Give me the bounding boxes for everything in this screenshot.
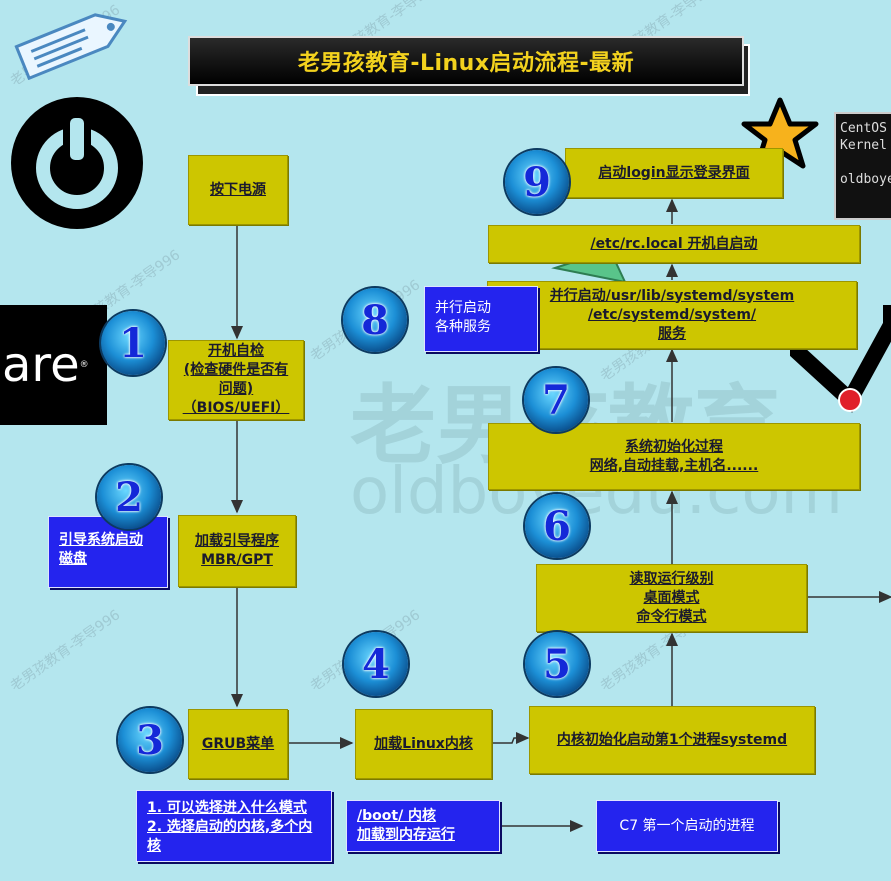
tag-icon	[14, 13, 128, 80]
badge-step-7: 7	[524, 368, 588, 432]
note-parallel: 并行启动 各种服务	[424, 286, 538, 352]
badge-step-3: 3	[118, 708, 182, 772]
badge-number: 8	[361, 296, 389, 344]
step-login-label: 启动login显示登录界面	[598, 164, 750, 181]
step-rclocal: /etc/rc.local 开机自启动	[488, 225, 860, 263]
step-services: 并行启动/usr/lib/systemd/system /etc/systemd…	[487, 281, 857, 349]
badge-step-1: 1	[101, 311, 165, 375]
step-login: 启动login显示登录界面	[565, 148, 783, 198]
badge-number: 4	[362, 640, 390, 688]
note-c7-label: C7 第一个启动的进程	[619, 817, 755, 834]
note-grub-line: 1. 可以选择进入什么模式	[147, 800, 307, 816]
page-title: 老男孩教育-Linux启动流程-最新	[188, 36, 744, 86]
step-kernel-label: 加载Linux内核	[374, 735, 473, 752]
badge-step-9: 9	[505, 150, 569, 214]
step-bootloader: 加载引导程序 MBR/GPT	[178, 515, 296, 587]
note-parallel-line: 各种服务	[435, 319, 491, 335]
step-rclocal-label: /etc/rc.local 开机自启动	[590, 235, 758, 252]
badge-step-2: 2	[97, 465, 161, 529]
step-runlevel-line: 命令行模式	[636, 608, 707, 625]
vmware-logo: are®	[0, 305, 107, 425]
badge-number: 1	[119, 319, 147, 367]
badge-step-4: 4	[344, 632, 408, 696]
terminal-line: oldboye	[840, 172, 891, 187]
step-bootloader-line: 加载引导程序	[195, 533, 279, 549]
step-runlevel-line: 读取运行级别	[629, 570, 714, 587]
badge-step-6: 6	[525, 494, 589, 558]
step-post-line: (检查硬件是否有	[183, 362, 289, 378]
step-bootloader-line: MBR/GPT	[201, 552, 273, 568]
note-grub-line: 核	[147, 838, 161, 854]
step-sysinit: 系统初始化过程 网络,自动挂载,主机名......	[488, 423, 860, 490]
badge-number: 3	[136, 716, 164, 764]
note-boot-disk-line: 引导系统启动	[59, 532, 143, 548]
badge-number: 6	[543, 502, 571, 550]
step-services-line: 服务	[658, 325, 686, 342]
step-kernel: 加载Linux内核	[355, 709, 492, 779]
terminal-icon: CentOS Kernel oldboye	[834, 112, 891, 220]
step-sysinit-line: 网络,自动挂载,主机名......	[589, 457, 759, 474]
step-post-line: 开机自检	[208, 343, 264, 359]
step-runlevel-line: 桌面模式	[643, 589, 700, 606]
terminal-line: CentOS	[840, 121, 887, 136]
badge-number: 2	[115, 473, 143, 521]
step-services-line: /etc/systemd/system/	[587, 306, 757, 323]
badge-step-5: 5	[525, 632, 589, 696]
note-c7: C7 第一个启动的进程	[596, 800, 778, 852]
note-grub: 1. 可以选择进入什么模式 2. 选择启动的内核,多个内 核	[136, 790, 332, 862]
terminal-line: Kernel	[840, 138, 887, 153]
badge-number: 5	[543, 640, 571, 688]
step-post-line: （BIOS/UEFI）	[182, 400, 290, 416]
note-kernel: /boot/ 内核 加载到内存运行	[346, 800, 500, 852]
power-icon	[11, 97, 143, 229]
note-grub-line: 2. 选择启动的内核,多个内	[147, 819, 313, 835]
step-systemd: 内核初始化启动第1个进程systemd	[529, 706, 815, 774]
step-services-line: 并行启动/usr/lib/systemd/system	[549, 287, 795, 304]
step-power-on-label: 按下电源	[210, 181, 266, 198]
badge-number: 9	[523, 158, 551, 206]
step-post-line: 问题)	[218, 381, 254, 397]
badge-step-8: 8	[343, 288, 407, 352]
vmware-logo-text: are	[2, 337, 80, 393]
note-boot-disk-line: 磁盘	[59, 551, 87, 567]
step-sysinit-line: 系统初始化过程	[625, 438, 723, 455]
note-kernel-line: /boot/ 内核	[357, 808, 437, 824]
note-kernel-line: 加载到内存运行	[357, 827, 455, 843]
step-grub-label: GRUB菜单	[201, 735, 275, 752]
note-parallel-line: 并行启动	[435, 300, 491, 316]
note-boot-disk: 引导系统启动 磁盘	[48, 516, 168, 588]
step-grub: GRUB菜单	[188, 709, 288, 779]
step-systemd-label: 内核初始化启动第1个进程systemd	[556, 731, 788, 748]
step-runlevel: 读取运行级别 桌面模式 命令行模式	[536, 564, 807, 632]
badge-number: 7	[542, 376, 570, 424]
step-post: 开机自检 (检查硬件是否有 问题) （BIOS/UEFI）	[168, 340, 304, 420]
step-power-on: 按下电源	[188, 155, 288, 225]
v-logo-icon	[790, 305, 891, 413]
